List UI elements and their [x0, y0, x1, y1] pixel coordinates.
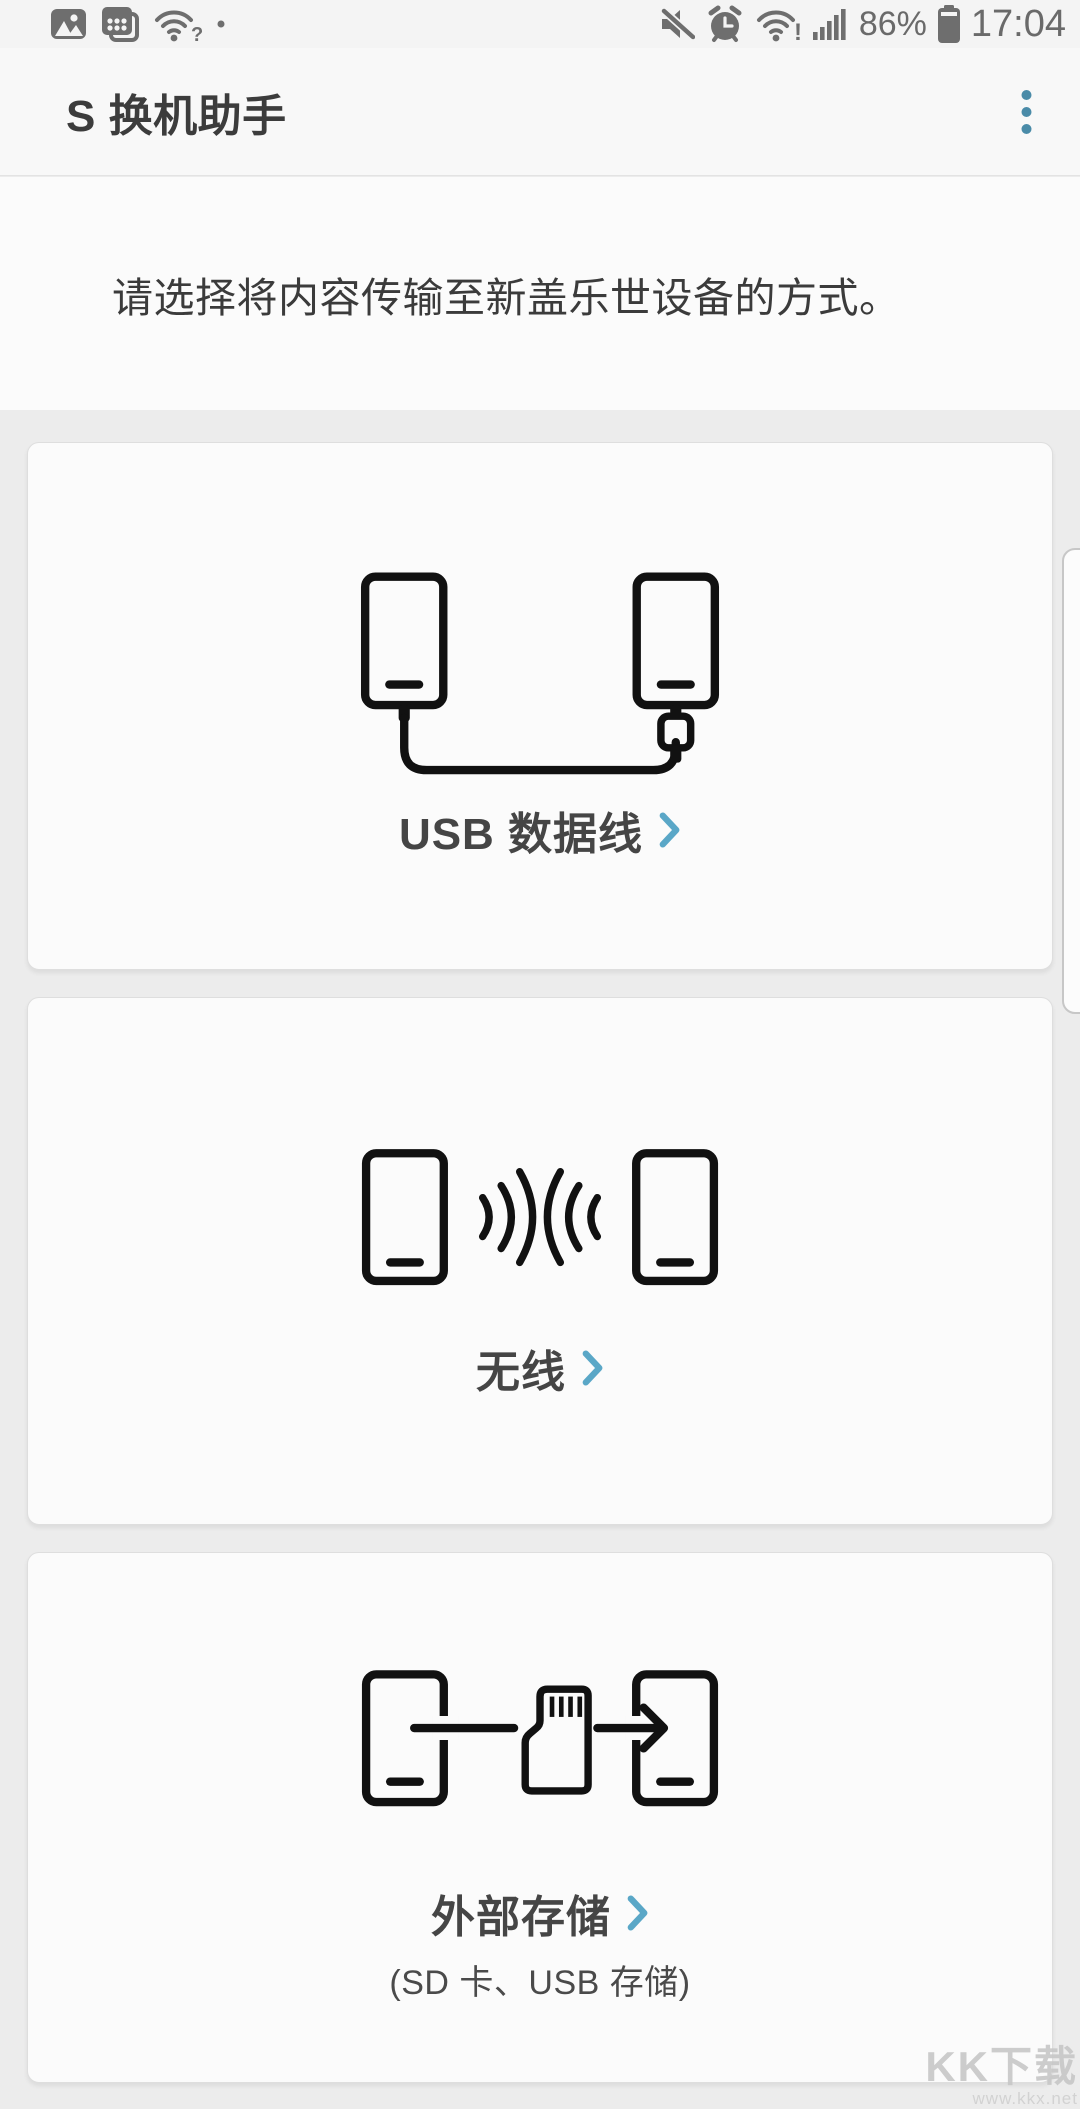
- external-storage-label: 外部存储: [431, 1893, 611, 1942]
- status-bar-notifications: ?: [50, 6, 225, 42]
- option-external-storage-card[interactable]: 外部存储 (SD 卡、USB 存储): [27, 1552, 1053, 2083]
- more-options-icon: [1021, 89, 1031, 134]
- more-options-button[interactable]: [1002, 72, 1050, 152]
- wifi-alert-icon: !: [756, 10, 802, 42]
- external-storage-label-row: 外部存储: [431, 1881, 649, 1945]
- gallery-icon: [51, 9, 86, 39]
- schedule-icon: [102, 7, 139, 42]
- svg-text:!: !: [794, 19, 802, 42]
- wireless-label: 无线: [476, 1348, 566, 1397]
- wifi-question-icon: ?: [155, 10, 203, 42]
- intro-section: 请选择将内容传输至新盖乐世设备的方式。: [0, 177, 1080, 410]
- sd-card-transfer-icon: [361, 1670, 719, 1807]
- option-usb-cable-card[interactable]: USB 数据线: [27, 442, 1053, 970]
- chevron-right-icon: [659, 812, 680, 848]
- chevron-right-icon: [582, 1350, 603, 1386]
- watermark: KK下载 www.kkx.net: [925, 2045, 1078, 2109]
- scrollbar-thumb[interactable]: [1062, 548, 1080, 1014]
- signal-icon: [812, 9, 846, 40]
- external-storage-sublabel: (SD 卡、USB 存储): [389, 1964, 691, 2002]
- battery-icon: [937, 5, 960, 43]
- svg-text:?: ?: [191, 24, 203, 42]
- usb-cable-label-row: USB 数据线: [399, 798, 681, 862]
- option-wireless-card[interactable]: 无线: [27, 997, 1053, 1525]
- status-bar: ?: [0, 0, 1080, 48]
- app-bar: S 换机助手: [0, 48, 1080, 176]
- wireless-phones-icon: [361, 1149, 719, 1286]
- mute-icon: [660, 7, 695, 40]
- wireless-label-row: 无线: [476, 1336, 604, 1400]
- usb-cable-phones-icon: [360, 572, 720, 775]
- battery-percent: 86%: [858, 4, 927, 43]
- alarm-icon: [708, 5, 742, 42]
- clock-time: 17:04: [970, 2, 1066, 45]
- intro-text: 请选择将内容传输至新盖乐世设备的方式。: [112, 274, 901, 321]
- watermark-title: KK下载: [925, 2043, 1078, 2090]
- page-title: S 换机助手: [66, 91, 287, 141]
- usb-cable-label: USB 数据线: [398, 810, 644, 859]
- chevron-right-icon: [627, 1895, 648, 1931]
- notification-dot: [217, 20, 225, 28]
- watermark-url: www.kkx.net: [972, 2089, 1078, 2108]
- status-bar-system: ! 86% 17:04: [659, 3, 1066, 46]
